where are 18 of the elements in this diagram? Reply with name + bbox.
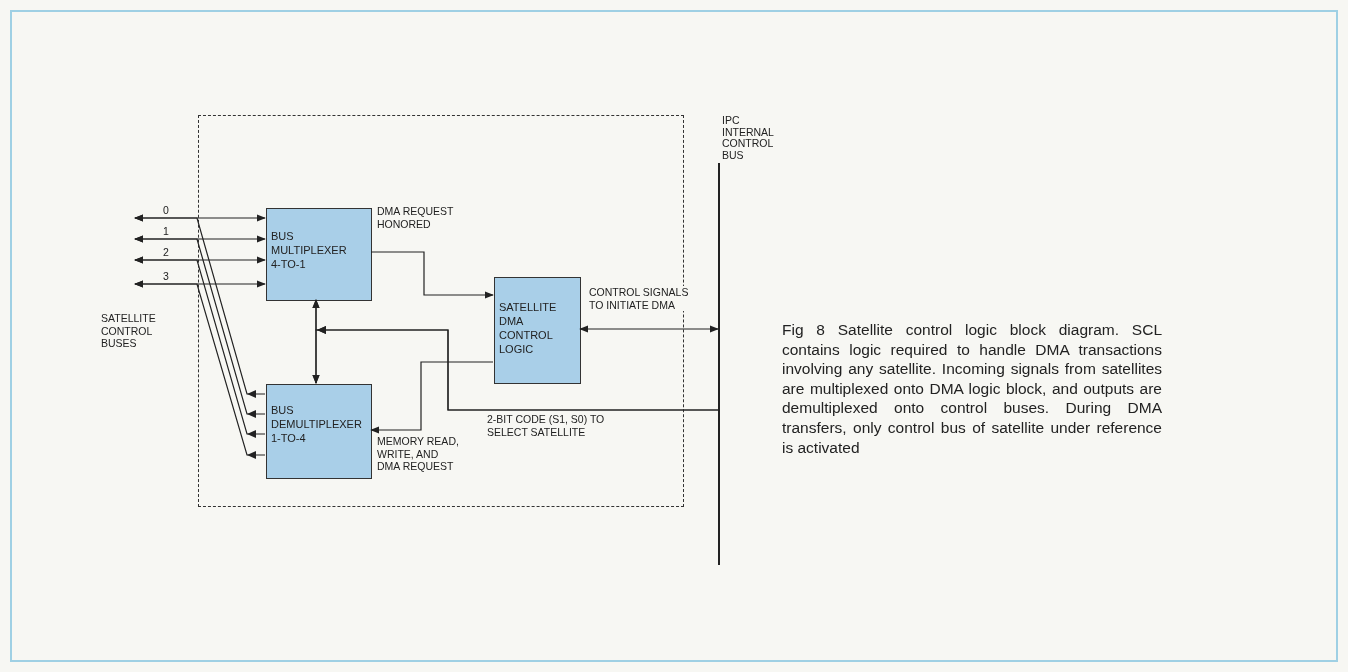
block-label: SATELLITE DMA CONTROL LOGIC [498,300,558,356]
figure-caption: Fig 8 Satellite control logic block diagram. SCL contains logic required to handle DMA transactions involving any satellite. Incoming signals from satellites are multiplexed onto DMA logic block, and outputs are demultiplexed onto control buses. During DMA transfers, only control bus of satellite under reference is activated [782,320,1162,458]
block-label: BUS MULTIPLEXER 4-TO-1 [270,229,348,271]
process-box [494,277,581,384]
edge-label: MEMORY READ, WRITE, AND DMA REQUEST [376,435,460,473]
arrow [370,251,494,299]
process-box [266,384,372,479]
arrow [370,361,494,434]
arrow [134,235,266,418]
arrow [312,326,719,411]
arrow [134,214,266,398]
arrow [134,256,266,438]
arrow [134,280,266,459]
block-label: BUS DEMULTIPLEXER 1-TO-4 [270,403,363,445]
process-box [266,208,372,301]
arrow [579,325,719,333]
edge-label: CONTROL SIGNALS TO INITIATE DMA [588,286,690,311]
bus-label: IPC INTERNAL CONTROL BUS [722,115,775,161]
